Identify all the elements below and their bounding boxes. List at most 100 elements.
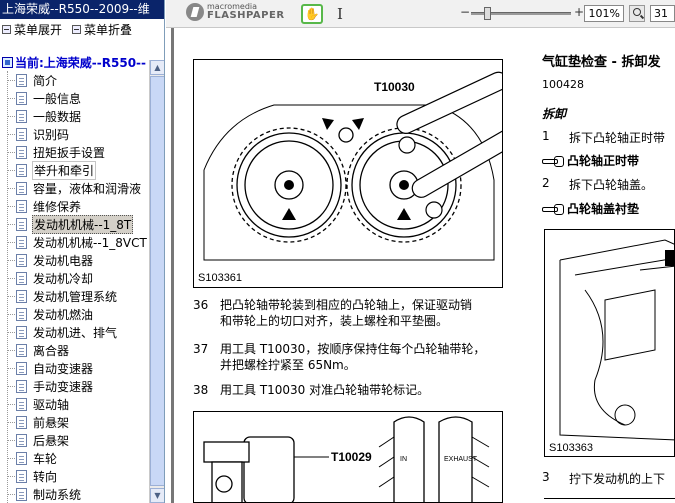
tree-item[interactable]: 驱动轴 (0, 395, 150, 413)
tree-item-label: 发动机冷却 (33, 271, 94, 286)
menu-collapse-button[interactable]: 菜单折叠 (72, 21, 132, 38)
tree-item[interactable]: 发动机进、排气 (0, 323, 150, 341)
tree-item[interactable]: 离合器 (0, 341, 150, 359)
tree-item[interactable]: 后悬架 (0, 431, 150, 449)
document-heading: 气缸垫检查 - 拆卸发 (542, 55, 661, 70)
figure3-label: S103363 (549, 442, 594, 454)
menu-collapse-label: 菜单折叠 (84, 22, 133, 37)
step-number: 37 (193, 342, 209, 356)
pointing-hand-icon (542, 155, 564, 167)
tree-item[interactable]: 一般信息 (0, 89, 150, 107)
tree-item-label: 简介 (33, 73, 58, 88)
text-select-tool-button[interactable]: I (337, 5, 343, 23)
document-page: T10030 S103361 36 把凸轮轴带轮装到相应的凸轮轴上，保证驱动销 … (166, 28, 675, 503)
step-36: 36 把凸轮轴带轮装到相应的凸轮轴上，保证驱动销 和带轮上的切口对齐，装上螺栓和… (193, 297, 513, 329)
tree-item[interactable]: 前悬架 (0, 413, 150, 431)
tree-item[interactable]: 一般数据 (0, 107, 150, 125)
engine-cover-drawing (559, 239, 674, 441)
step-text: 拧下发动机的上下 (569, 472, 666, 486)
book-icon (2, 56, 13, 68)
tree-item-label: 驱动轴 (33, 397, 70, 412)
hint-text: 凸轮轴盖衬垫 (567, 202, 640, 216)
step-number: 1 (542, 129, 550, 143)
document-icon (16, 325, 27, 339)
step-number: 3 (542, 470, 550, 484)
tree-item[interactable]: 简介 (0, 71, 150, 89)
tree-item[interactable]: 识别码 (0, 125, 150, 143)
hint-cover-gasket[interactable]: 凸轮轴盖衬垫 (542, 200, 639, 217)
tree-item[interactable]: 发动机燃油 (0, 305, 150, 323)
zoom-in-icon[interactable]: + (574, 5, 585, 19)
step-text: 把凸轮轴带轮装到相应的凸轮轴上，保证驱动销 和带轮上的切口对齐，装上螺栓和平垫圈… (220, 298, 473, 328)
menu-spacer (0, 39, 164, 53)
document-icon (16, 73, 27, 87)
hand-tool-button[interactable]: ✋ (301, 4, 323, 24)
tree-item[interactable]: 发动机冷却 (0, 269, 150, 287)
flashpaper-logo-icon (186, 3, 204, 21)
step-37: 37 用工具 T10030，按顺序保持住每个凸轮轴带轮， 并把螺栓拧紧至 65N… (193, 341, 513, 373)
tree-item-label: 容量，液体和润滑液 (33, 181, 142, 196)
figure4-top-edge (544, 498, 675, 503)
document-icon (16, 181, 27, 195)
tree-item[interactable]: 举升和牵引 (0, 160, 150, 180)
tree-item-label: 发动机电器 (33, 253, 94, 268)
tree-item[interactable]: 转向 (0, 467, 150, 485)
tree-item[interactable]: 手动变速器 (0, 377, 150, 395)
figure2-in-label: IN (400, 456, 407, 463)
step-text: 用工具 T10030，按顺序保持住每个凸轮轴带轮， 并把螺栓拧紧至 65Nm。 (220, 342, 486, 372)
zoom-out-icon[interactable]: − (460, 5, 471, 19)
scroll-thumb[interactable] (150, 76, 164, 486)
tree-item[interactable]: 发动机电器 (0, 251, 150, 269)
figure-engine-cover: S103363 (544, 229, 675, 457)
tree-item-label: 一般数据 (33, 109, 82, 124)
section-removal-heading: 拆卸 (542, 107, 567, 121)
tree-item[interactable]: 发动机机械--1_8T (0, 214, 150, 234)
document-icon (16, 235, 27, 249)
tree-item[interactable]: 制动系统 (0, 485, 150, 503)
document-icon (16, 253, 27, 267)
brand-vendor: macromedia (207, 2, 258, 11)
document-icon (16, 91, 27, 105)
step-38: 38 用工具 T10030 对准凸轮轴带轮标记。 (193, 382, 513, 398)
document-icon (16, 469, 27, 483)
tree-item[interactable]: 发动机机械--1_8VCT (0, 233, 150, 251)
tree-item[interactable]: 容量，液体和润滑液 (0, 179, 150, 197)
zoom-level-input[interactable]: 101% (584, 5, 624, 22)
tree-item[interactable]: 维修保养 (0, 197, 150, 215)
document-icon (16, 271, 27, 285)
window-title: 上海荣威--R550--2009--维 (0, 0, 164, 19)
tree-item[interactable]: 发动机管理系统 (0, 287, 150, 305)
document-icon (16, 307, 27, 321)
tree-item[interactable]: 扭矩扳手设置 (0, 143, 150, 161)
zoom-slider-thumb[interactable] (484, 7, 491, 20)
tree-item-label: 维修保养 (33, 199, 82, 214)
document-icon (16, 451, 27, 465)
hint-timing-belt[interactable]: 凸轮轴正时带 (542, 152, 639, 169)
tree-item-label: 转向 (33, 469, 58, 484)
tree-item-label: 发动机机械--1_8T (32, 214, 134, 234)
step-text: 用工具 T10030 对准凸轮轴带轮标记。 (220, 383, 430, 397)
tree-item[interactable]: 车轮 (0, 449, 150, 467)
document-code: 100428 (542, 78, 584, 91)
document-icon (16, 199, 27, 213)
scroll-down-button[interactable]: ▼ (150, 488, 164, 503)
magnifier-icon[interactable] (629, 5, 645, 22)
figure1-label: S103361 (198, 272, 243, 284)
document-icon (16, 415, 27, 429)
page-number-input[interactable]: 31 (650, 5, 675, 22)
hint-text: 凸轮轴正时带 (567, 154, 640, 168)
brand-product: FLASHPAPER (207, 10, 285, 21)
tree-item-label: 后悬架 (33, 433, 70, 448)
vertical-scrollbar[interactable]: ▲ ▼ (149, 60, 164, 503)
scroll-up-button[interactable]: ▲ (150, 60, 164, 75)
flashpaper-viewer: macromedia FLASHPAPER ✋ I − + 101% 31 (166, 0, 675, 503)
document-icon (16, 163, 27, 177)
pointing-hand-icon (542, 203, 564, 215)
tree-item-label: 发动机管理系统 (33, 289, 118, 304)
menu-expand-button[interactable]: 菜单展开 (2, 21, 62, 38)
tree-item-label: 自动变速器 (33, 361, 94, 376)
tree-root-current[interactable]: 当前:上海荣威--R550-- (0, 53, 164, 71)
tree-item[interactable]: 自动变速器 (0, 359, 150, 377)
menu-expand-label: 菜单展开 (14, 22, 63, 37)
zoom-slider[interactable] (471, 7, 571, 20)
